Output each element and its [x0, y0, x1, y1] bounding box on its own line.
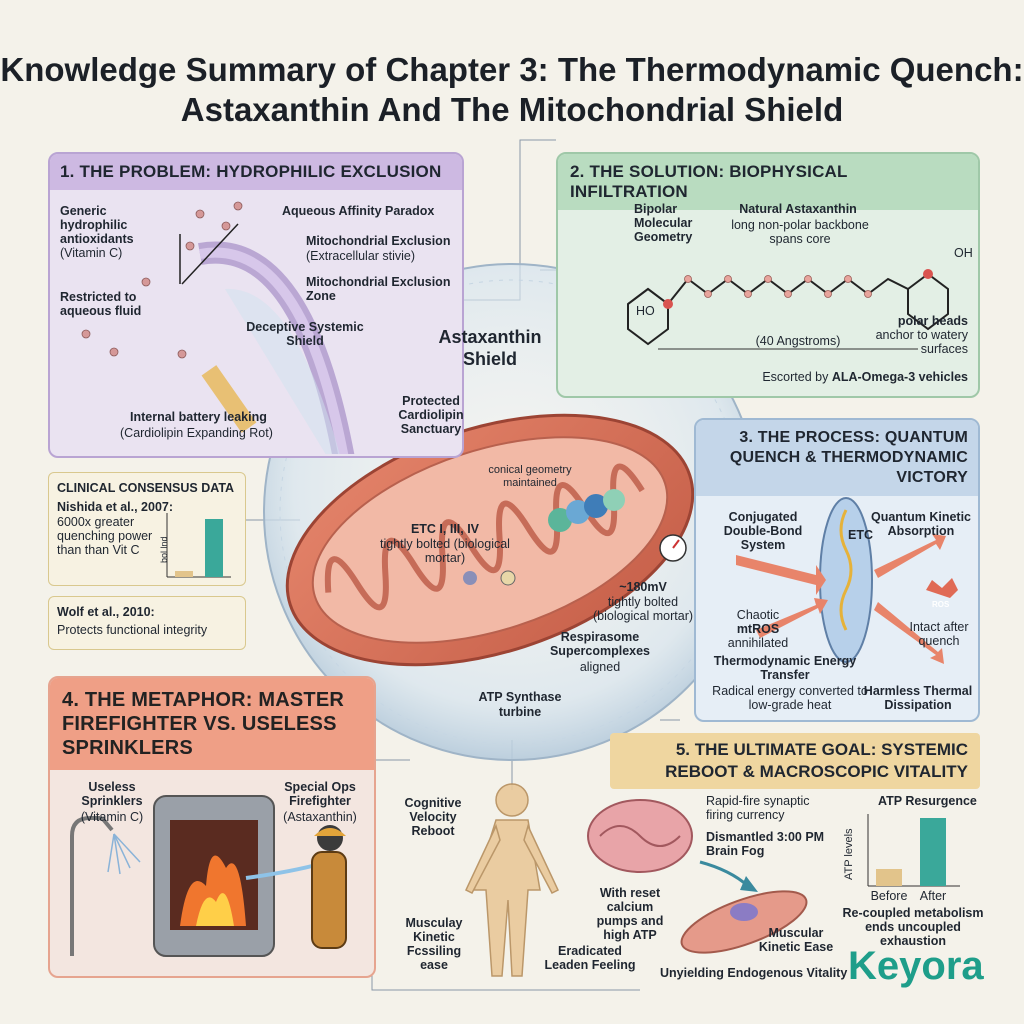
polar-sub-label: anchor to watery surfaces	[875, 328, 968, 356]
mito-exclusion-label: Mitochondrial Exclusion	[306, 234, 451, 248]
atp-axis-label: ATP levels	[843, 828, 855, 880]
useless-sprinklers-label: Useless Sprinklers	[81, 780, 143, 808]
generic-antioxidants-label: Generic hydrophilic antioxidants	[60, 204, 134, 246]
cognitive-label: Cognitive Velocity Reboot	[404, 796, 462, 838]
intact-label: Intact after quench	[909, 620, 969, 648]
mv-label: ~180mV	[619, 580, 667, 594]
nishida-citation: Nishida et al., 2007:	[57, 500, 174, 514]
thermo-sub-label: Radical energy converted to low-grade he…	[712, 684, 868, 712]
natural-astaxanthin-label: Natural Astaxanthin	[739, 202, 857, 216]
escorted-line: Escorted by ALA-Omega-3 vehicles	[688, 370, 968, 384]
special-sub-label: (Astaxanthin)	[283, 810, 357, 824]
conical-label: conical geometry maintained	[488, 464, 572, 489]
solution-panel: 2. THE SOLUTION: BIOPHYSICAL INFILTRATIO…	[556, 152, 980, 398]
extracellular-label: (Extracellular stivie)	[306, 249, 416, 263]
wolf-citation: Wolf et al., 2010:	[57, 605, 155, 619]
metaphor-panel: 4. THE METAPHOR: MASTER FIREFIGHTER VS. …	[48, 676, 376, 978]
quantum-label: Quantum Kinetic Absorption	[870, 510, 971, 538]
polar-heads-label: polar heads	[897, 314, 968, 328]
respirasome-label: Respirasome Supercomplexes	[549, 630, 651, 658]
process-header: 3. THE PROCESS: QUANTUM QUENCH & THERMOD…	[696, 420, 978, 496]
wolf-box: Wolf et al., 2010: Protects functional i…	[48, 596, 246, 650]
mv-sub-label: tightly bolted (biological mortar)	[592, 595, 694, 623]
special-ops-label: Special Ops Firefighter	[284, 780, 356, 808]
problem-panel: 1. THE PROBLEM: HYDROPHILIC EXCLUSION Ge…	[48, 152, 464, 458]
etc-process-label: ETC	[848, 528, 873, 542]
atp-before-label: Before	[870, 889, 908, 903]
keyora-logo: Keyora	[848, 944, 984, 988]
harmless-label: Harmless Thermal Dissipation	[863, 684, 973, 712]
wolf-text: Protects functional integrity	[57, 623, 208, 637]
exclusion-zone-label: Mitochondrial Exclusion Zone	[306, 275, 451, 303]
vitc-bar	[175, 571, 193, 577]
useless-sub-label: (Vitamin C)	[80, 810, 144, 824]
deceptive-shield-label: Deceptive Systemic Shield	[246, 320, 364, 348]
battery-label: Internal battery leaking	[130, 410, 267, 424]
clinical-header: CLINICAL CONSENSUS DATA	[57, 481, 235, 495]
shield-label: Astaxanthin Shield	[438, 327, 542, 369]
protected-sanctuary-label: Protected Cardiolipin Sanctuary	[398, 394, 464, 436]
atp-after-label: After	[919, 889, 947, 903]
bipolar-label: Bipolar Molecular Geometry	[634, 202, 693, 244]
conjugated-label: Conjugated Double-Bond System	[723, 510, 803, 552]
quench-illustration	[736, 497, 958, 664]
page-title: Knowledge Summary of Chapter 3: The Ther…	[0, 51, 1024, 128]
aqueous-paradox-label: Aqueous Affinity Paradox	[282, 204, 435, 218]
unyielding-label: Unyielding Endogenous Vitality	[660, 966, 848, 980]
atp-chart-title: ATP Resurgence	[878, 794, 977, 808]
angstrom-label: (40 Angstroms)	[755, 334, 841, 348]
etc-label: ETC I, III, IV	[410, 522, 480, 536]
goal-header: 5. THE ULTIMATE GOAL: SYSTEMIC REBOOT & …	[610, 733, 980, 789]
atp-turbine-label: turbine	[498, 705, 542, 719]
respirasome-sub-label: aligned	[579, 660, 621, 674]
metaphor-header: 4. THE METAPHOR: MASTER FIREFIGHTER VS. …	[50, 678, 374, 770]
vitamin-c-label: (Vitamin C)	[60, 246, 123, 260]
thermo-transfer-label: Thermodynamic Energy Transfer	[713, 654, 857, 682]
firefighter-illustration	[70, 795, 347, 957]
chaotic-label: Chaotic	[736, 608, 780, 622]
atp-synthase-label: ATP Synthase	[478, 690, 562, 704]
muscular-ease-label: Muscular Kinetic Ease	[758, 926, 834, 954]
astaxanthin-bar	[205, 519, 223, 577]
natural-sub-label: long non-polar backbone spans core	[731, 218, 869, 246]
calcium-label: With reset calcium pumps and high ATP	[596, 886, 664, 942]
solution-header: 2. THE SOLUTION: BIOPHYSICAL INFILTRATIO…	[558, 154, 978, 210]
rapid-fire-label: Rapid-fire synaptic firing currency	[706, 794, 810, 822]
annihilated-label: annihilated	[727, 636, 789, 650]
ala-omega-label: ALA-Omega-3 vehicles	[831, 370, 968, 384]
astaxanthin-molecule	[627, 269, 949, 350]
restricted-label: Restricted to aqueous fluid	[60, 290, 142, 318]
ros-badge: ROS	[932, 600, 950, 609]
mtros-label: mtROS	[736, 622, 780, 636]
clinical-bar-chart	[166, 513, 231, 578]
battery-sub-label: (Cardiolipin Expanding Rot)	[120, 426, 273, 440]
membrane-illustration	[81, 201, 355, 454]
musculay-label: Musculay Kinetic Fcssiling ease	[405, 916, 463, 972]
clinical-data-box: CLINICAL CONSENSUS DATA Nishida et al., …	[48, 472, 246, 586]
escorted-label: Escorted by	[762, 370, 829, 384]
oh-label: OH	[954, 246, 973, 260]
process-panel: 3. THE PROCESS: QUANTUM QUENCH & THERMOD…	[694, 418, 980, 722]
nishida-text: 6000x greater quenching power than than …	[57, 515, 153, 557]
etc-sub-label: tightly bolted (biological mortar)	[380, 537, 510, 565]
ho-label: HO	[636, 304, 655, 318]
eradicated-label: Eradicated Leaden Feeling	[544, 944, 636, 972]
recoupled-label: Re-coupled metabolism ends uncoupled exh…	[842, 906, 984, 948]
problem-header: 1. THE PROBLEM: HYDROPHILIC EXCLUSION	[50, 154, 462, 190]
brain-fog-label: Dismantled 3:00 PM Brain Fog	[706, 830, 825, 858]
